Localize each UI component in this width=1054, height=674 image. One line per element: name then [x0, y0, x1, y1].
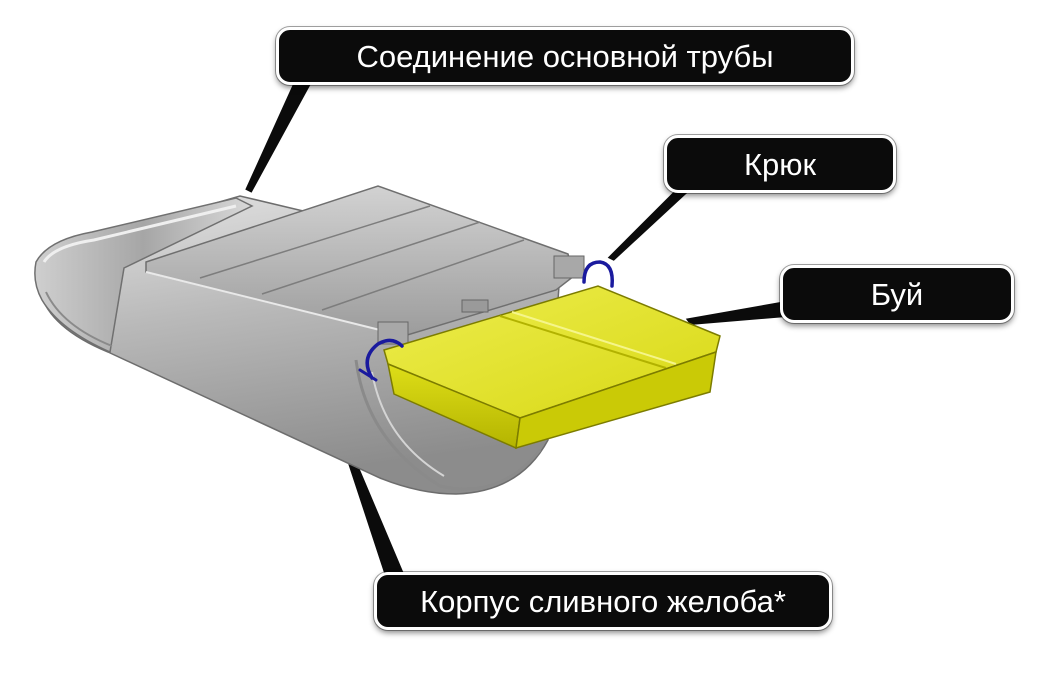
float-groove-2: [511, 311, 677, 365]
cover-ridge-2: [261, 221, 481, 295]
cover-ridge-1: [199, 205, 431, 279]
hook-boss-right: [553, 255, 585, 279]
callout-main-pipe-connection: Соединение основной трубы: [276, 27, 854, 85]
leader-float: [682, 298, 787, 328]
float-groove-1: [499, 315, 667, 369]
trough-end-ring-inner: [371, 371, 445, 477]
float-part: [383, 285, 721, 450]
callout-hook-text: Крюк: [743, 146, 817, 182]
main-pipe-rim: [42, 204, 237, 263]
hook-left-icon: [365, 338, 404, 380]
callout-body-text: Корпус сливного желоба*: [420, 583, 786, 619]
hooks: [358, 260, 614, 382]
float-right-face: [515, 350, 717, 450]
callout-float: Буй: [780, 265, 1014, 323]
main-pipe-inlet: [34, 197, 254, 354]
hook-boss-left: [377, 321, 409, 345]
trough-body: [34, 185, 585, 495]
main-pipe-rim-lower: [45, 291, 113, 347]
callout-float-text: Буй: [870, 276, 924, 312]
callout-main-pipe-text: Соединение основной трубы: [356, 38, 774, 74]
hook-left-tip: [358, 368, 378, 382]
trough-end-ring: [354, 359, 542, 491]
callout-drain-trough-body: Корпус сливного желоба*: [374, 572, 832, 630]
hook-right-icon: [582, 260, 614, 288]
leader-main-pipe: [242, 83, 314, 196]
leader-lines: [242, 83, 787, 577]
cover-ridge-3: [321, 239, 525, 311]
callout-hook: Крюк: [664, 135, 896, 193]
leader-hook: [604, 187, 697, 264]
cover-slot: [461, 299, 489, 313]
